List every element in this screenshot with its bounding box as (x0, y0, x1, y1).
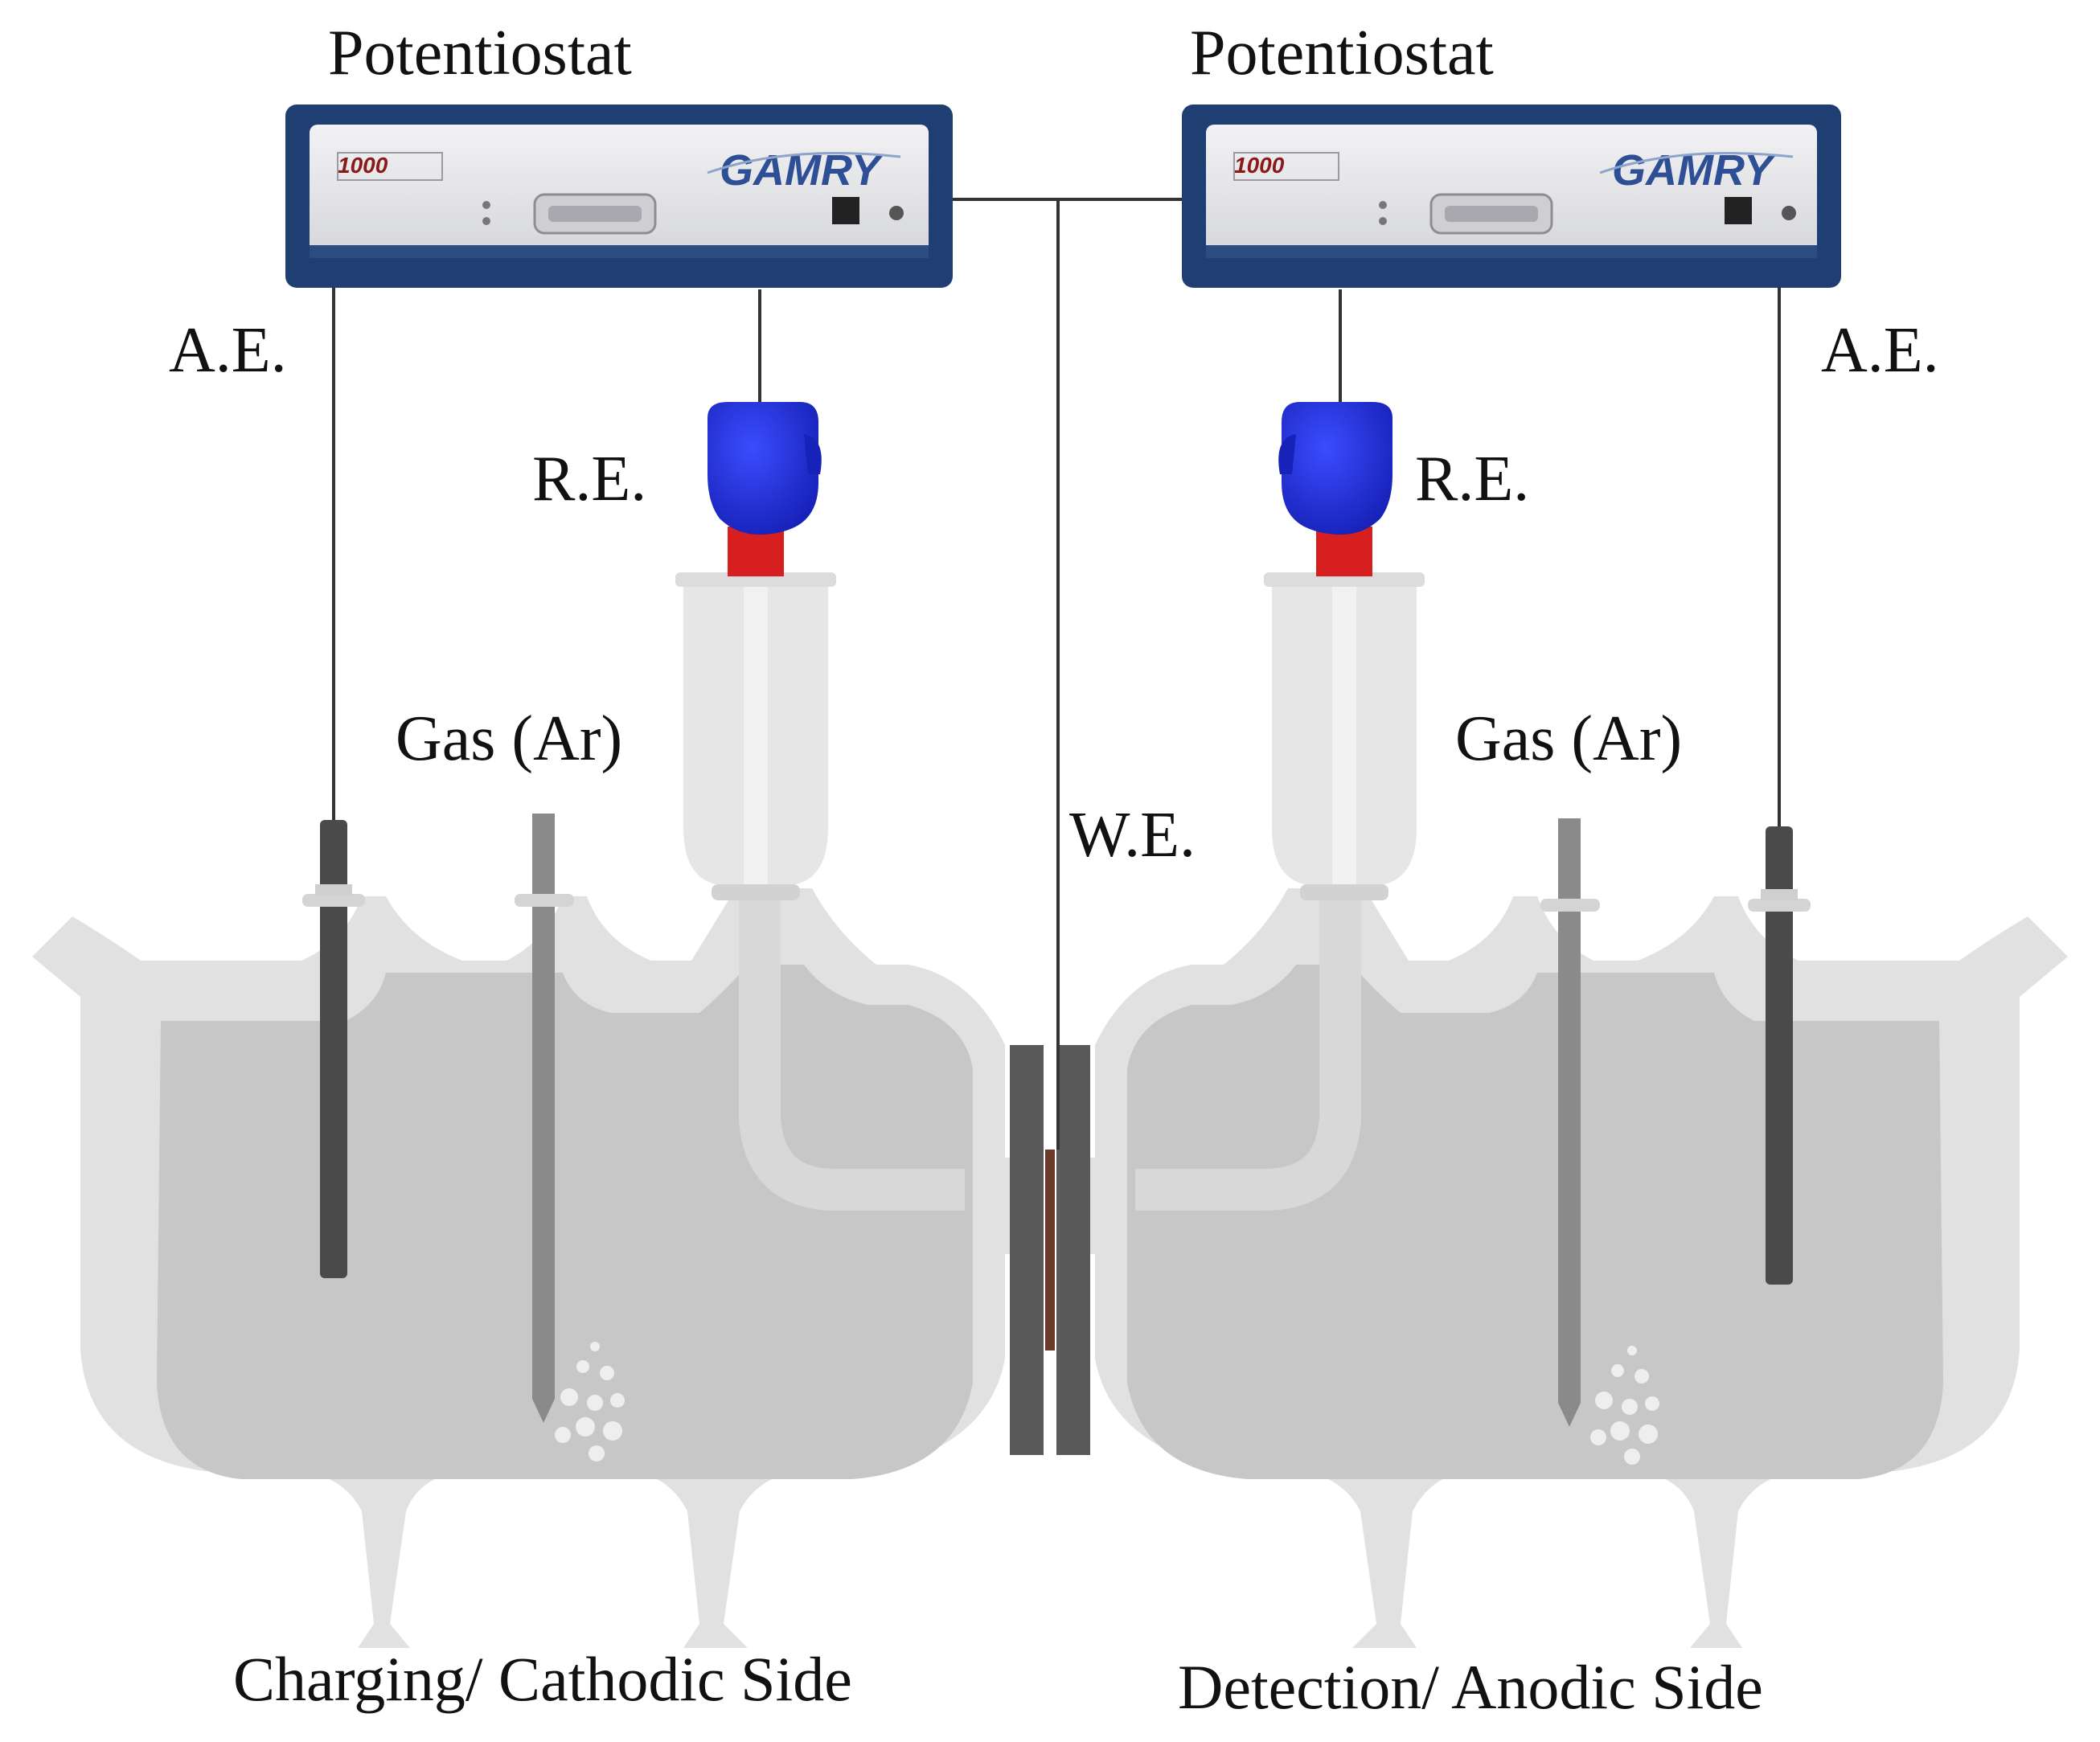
label-re-left: R.E. (532, 444, 646, 514)
membrane-clamp (1010, 1045, 1090, 1455)
right-gas-tube (1540, 818, 1600, 1427)
right-model-label: 1000 (1234, 153, 1285, 178)
right-reference-sleeve (1264, 572, 1425, 900)
left-reference-electrode (708, 402, 822, 576)
label-potentiostat-right: Potentiostat (1190, 18, 1494, 88)
label-side-left: Charging/ Cathodic Side (233, 1644, 852, 1714)
label-we: W.E. (1069, 800, 1196, 871)
right-cell-electrolyte (1127, 965, 1943, 1479)
left-auxiliary-electrode (302, 820, 365, 1278)
right-reference-electrode (1278, 402, 1392, 576)
right-power-switch (1725, 197, 1752, 224)
label-potentiostat-left: Potentiostat (328, 18, 632, 88)
left-gas-bubbles (555, 1342, 625, 1461)
connection-wires (332, 198, 1781, 1150)
left-gas-tube (515, 814, 574, 1423)
label-ae-right: A.E. (1821, 315, 1939, 386)
left-potentiostat: 1000 GAMRY (285, 105, 953, 288)
left-power-switch (832, 197, 859, 224)
label-gas-right: Gas (Ar) (1455, 703, 1682, 774)
left-reference-sleeve (675, 572, 836, 900)
label-side-right: Detection/ Anodic Side (1178, 1652, 1763, 1722)
right-auxiliary-electrode (1748, 826, 1811, 1285)
label-re-right: R.E. (1415, 444, 1529, 514)
label-ae-left: A.E. (169, 315, 287, 386)
right-luggin-capillary (1135, 884, 1361, 1211)
left-luggin-capillary (739, 884, 965, 1211)
label-gas-left: Gas (Ar) (396, 703, 622, 774)
right-potentiostat: 1000 GAMRY (1182, 105, 1841, 288)
right-gas-bubbles (1590, 1346, 1659, 1465)
left-model-label: 1000 (338, 153, 388, 178)
